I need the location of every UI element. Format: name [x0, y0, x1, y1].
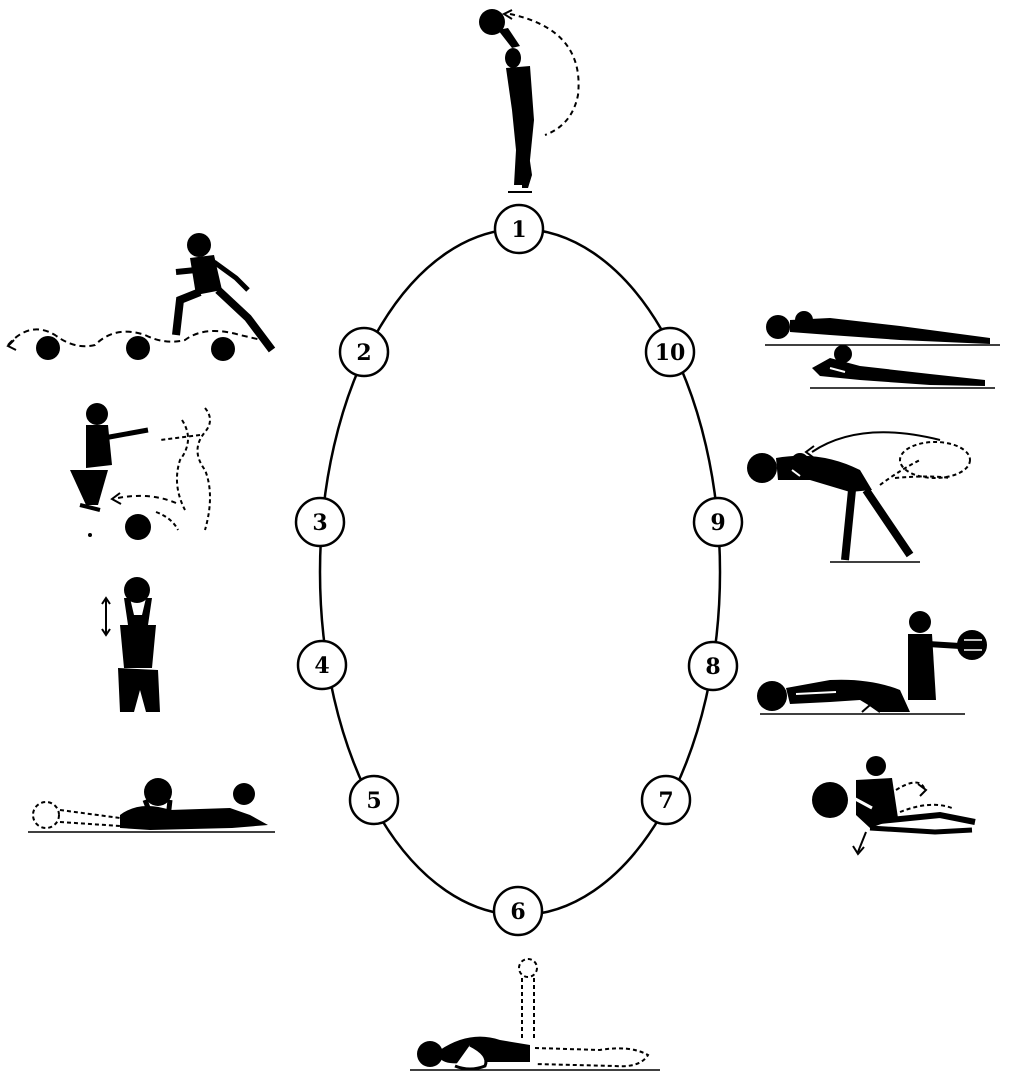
- svg-text:1: 1: [511, 217, 526, 243]
- figure-station-1: [479, 9, 579, 192]
- figure-station-7: [812, 756, 975, 854]
- figure-station-4: [102, 577, 160, 712]
- figure-station-3: [70, 403, 210, 540]
- station-marker-10: 10: [646, 328, 694, 376]
- station-marker-1: 1: [495, 205, 543, 253]
- svg-text:2: 2: [356, 340, 371, 366]
- svg-text:7: 7: [658, 788, 673, 814]
- station-marker-9: 9: [694, 498, 742, 546]
- station-marker-2: 2: [340, 328, 388, 376]
- figure-station-2: [8, 233, 272, 361]
- svg-text:10: 10: [655, 340, 686, 366]
- svg-text:6: 6: [510, 899, 525, 925]
- figure-station-9: [747, 432, 970, 562]
- station-marker-8: 8: [689, 642, 737, 690]
- station-marker-3: 3: [296, 498, 344, 546]
- figure-station-8: [757, 611, 987, 714]
- station-marker-4: 4: [298, 641, 346, 689]
- svg-text:3: 3: [312, 510, 327, 536]
- svg-text:9: 9: [710, 510, 725, 536]
- svg-text:5: 5: [366, 788, 381, 814]
- figure-station-5: [28, 778, 275, 832]
- svg-text:8: 8: [705, 654, 720, 680]
- figure-station-10: [765, 311, 1000, 388]
- station-marker-5: 5: [350, 776, 398, 824]
- figure-station-6: [410, 959, 660, 1070]
- svg-text:4: 4: [314, 653, 329, 679]
- station-marker-7: 7: [642, 776, 690, 824]
- station-marker-6: 6: [494, 887, 542, 935]
